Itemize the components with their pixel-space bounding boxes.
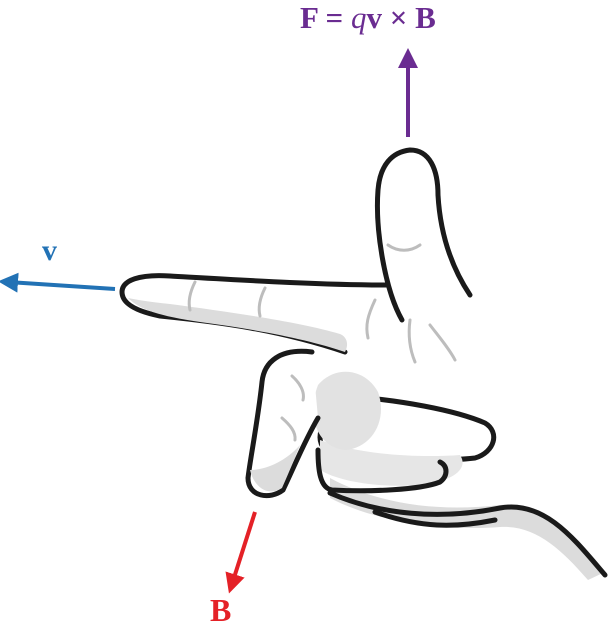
- right-hand-rule-icon: [119, 147, 608, 580]
- palm-crease-1: [365, 298, 377, 340]
- index-finger-crease-2: [257, 286, 267, 318]
- curled-fingers-shading: [320, 440, 463, 486]
- force-label-rest: v × B: [366, 0, 436, 35]
- velocity-label: v: [42, 234, 57, 267]
- middle-finger-shading: [250, 445, 300, 492]
- palm-crease-3: [428, 323, 457, 362]
- force-label: F = qv × B: [300, 2, 436, 33]
- forearm-upper-line: [327, 490, 608, 578]
- knuckle-shading: [313, 371, 382, 450]
- palm-crease-2: [407, 318, 417, 364]
- thumb-crease: [386, 243, 422, 252]
- force-label-charge: q: [350, 0, 367, 35]
- middle-finger-crease-2: [280, 416, 297, 442]
- middle-finger-crease-1: [290, 374, 305, 402]
- velocity-arrow: [0, 272, 116, 293]
- forearm-lower-line: [372, 509, 498, 528]
- thumb: [375, 147, 473, 323]
- index-finger-crease-1: [187, 280, 197, 312]
- forearm-shadow: [330, 478, 605, 580]
- field-arrow: [225, 511, 257, 594]
- force-label-prefix: F =: [300, 0, 351, 35]
- index-finger-shading: [128, 298, 348, 352]
- field-label: B: [210, 592, 232, 628]
- curled-fingers-bottom: [315, 447, 449, 494]
